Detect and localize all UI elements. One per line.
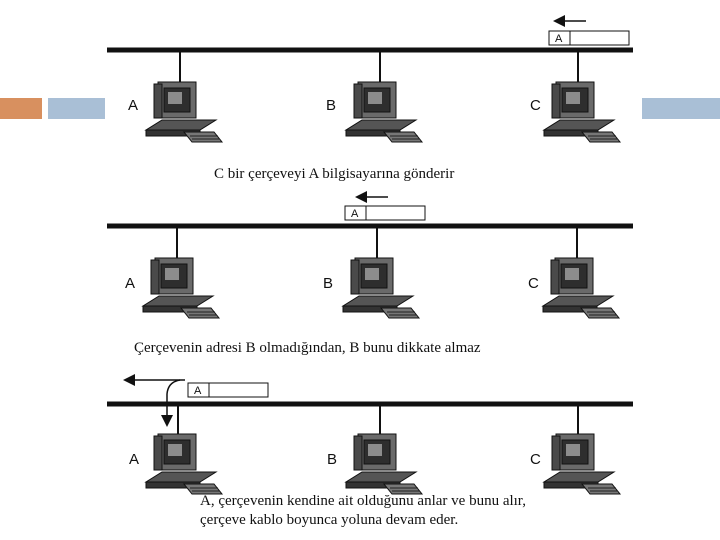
panel-1: A B C A C bir çerçeveyi A bilgisayarına … [107, 15, 633, 182]
computer-label-b: B [326, 97, 336, 114]
panel-3: A B C A A, çerçevenin kendine ait olduğu… [107, 374, 633, 528]
frame-address: A [555, 33, 563, 45]
computer-icon [543, 81, 621, 143]
computer-icon [142, 257, 220, 319]
caption-step-3-line-2: çerçeve kablo boyunca yoluna devam eder. [200, 512, 458, 528]
accent-bar-orange [0, 98, 42, 119]
computer-label-a: A [125, 275, 135, 292]
computer-label-c: C [530, 97, 541, 114]
computer-label-c: C [528, 275, 539, 292]
computer-icon [145, 433, 223, 495]
frame-address: A [194, 385, 202, 397]
panel-2: A B C A Çerçevenin adresi B olmadığından… [107, 191, 633, 356]
computer-label-b: B [323, 275, 333, 292]
computer-label-a: A [129, 451, 139, 468]
caption-step-1: C bir çerçeveyi A bilgisayarına gönderir [214, 166, 454, 182]
computer-icon [345, 433, 423, 495]
computer-label-c: C [530, 451, 541, 468]
computer-icon [342, 257, 420, 319]
computer-icon [145, 81, 223, 143]
caption-step-2: Çerçevenin adresi B olmadığından, B bunu… [134, 340, 481, 356]
caption-step-3-line-1: A, çerçevenin kendine ait olduğunu anlar… [200, 493, 526, 509]
computer-icon [345, 81, 423, 143]
accent-bar-blue-left [48, 98, 105, 119]
computer-label-a: A [128, 97, 138, 114]
frame-packet: A [344, 205, 426, 221]
accent-bar-blue-right [642, 98, 720, 119]
computer-icon [542, 257, 620, 319]
frame-packet: A [187, 382, 269, 398]
arrow-down-icon [161, 379, 181, 427]
computer-icon [543, 433, 621, 495]
computer-label-b: B [327, 451, 337, 468]
frame-packet: A [548, 30, 630, 46]
frame-address: A [351, 208, 359, 220]
